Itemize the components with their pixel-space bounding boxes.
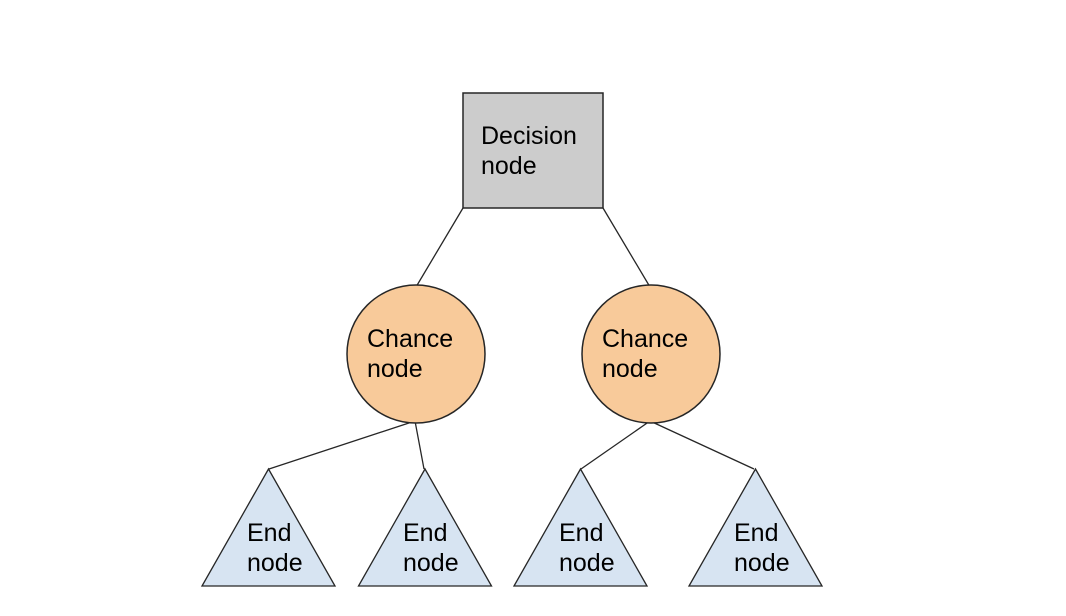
chance-node-left-shape: [346, 284, 486, 424]
edge-decision-to-chance-right: [602, 207, 651, 288]
edge-chance-left-to-end-1: [268, 420, 416, 470]
end-node-3-shape: [512, 467, 649, 587]
decision-node-shape: [462, 92, 604, 209]
edge-chance-right-to-end-4: [649, 420, 755, 470]
edge-chance-right-to-end-3: [580, 420, 651, 470]
end-node-2-shape: [357, 467, 493, 587]
edge-decision-to-chance-left: [415, 207, 464, 288]
end-node-4-shape: [687, 467, 824, 587]
end-node-1-shape: [200, 467, 337, 587]
chance-node-right-shape: [581, 284, 721, 424]
edge-chance-left-to-end-2: [414, 420, 425, 470]
